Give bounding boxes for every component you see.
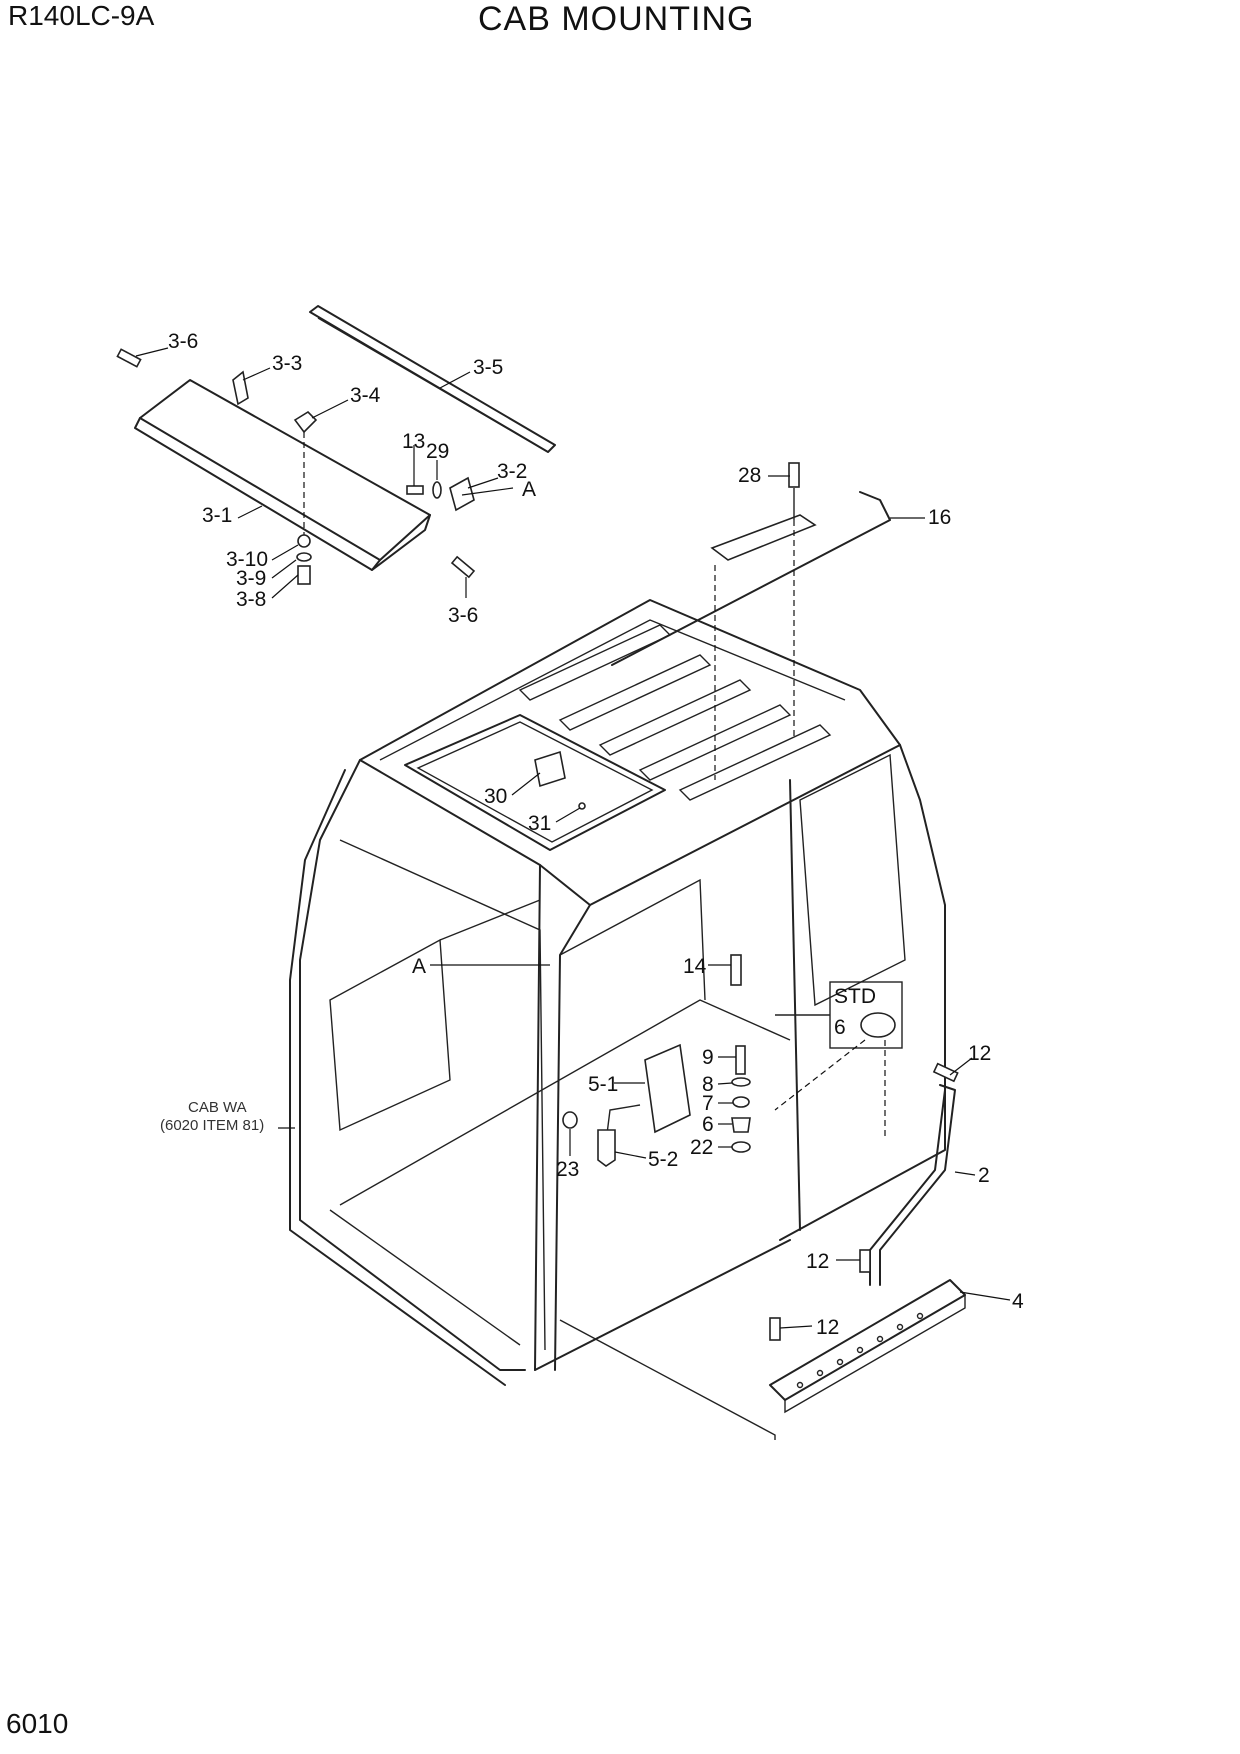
callout-3-6-top: 3-6 bbox=[168, 330, 198, 353]
callout-12-mid: 12 bbox=[806, 1250, 829, 1273]
bolt-12-low bbox=[769, 1317, 781, 1341]
hinge-3-2 bbox=[449, 476, 475, 512]
callout-a-cab: A bbox=[412, 955, 426, 978]
handrail-2 bbox=[879, 1084, 956, 1286]
bolt-28 bbox=[788, 462, 800, 488]
window-latch-30 bbox=[534, 750, 566, 788]
callout-8: 8 bbox=[702, 1073, 714, 1096]
bolt-9 bbox=[735, 1045, 746, 1075]
nut-6 bbox=[731, 1117, 751, 1133]
bolt-12-mid bbox=[859, 1249, 871, 1273]
page-title: CAB MOUNTING bbox=[478, 0, 755, 38]
callout-12-low: 12 bbox=[816, 1316, 839, 1339]
mirror-5-1 bbox=[644, 1043, 691, 1134]
bolt-3-6-top bbox=[116, 348, 142, 368]
bolt-12-right bbox=[932, 1062, 959, 1083]
sun-visor-assembly bbox=[116, 305, 556, 585]
callout-22: 22 bbox=[690, 1136, 713, 1159]
roof-window bbox=[404, 714, 666, 851]
callout-29: 29 bbox=[426, 440, 449, 463]
callout-30: 30 bbox=[484, 785, 507, 808]
washer-3-10 bbox=[297, 534, 311, 548]
callout-5-1: 5-1 bbox=[588, 1073, 618, 1096]
pin-31 bbox=[578, 802, 586, 810]
callout-a-top: A bbox=[522, 478, 536, 501]
callout-3-6-bottom: 3-6 bbox=[448, 604, 478, 627]
washer-8 bbox=[731, 1077, 751, 1087]
bracket-3-3 bbox=[232, 370, 249, 406]
callout-6: 6 bbox=[702, 1113, 714, 1136]
callout-7: 7 bbox=[702, 1092, 714, 1115]
callout-3-3: 3-3 bbox=[272, 352, 302, 375]
callout-3-2: 3-2 bbox=[497, 460, 527, 483]
plug-6-std bbox=[860, 1012, 896, 1038]
callout-3-5: 3-5 bbox=[473, 356, 503, 379]
washer-7 bbox=[732, 1096, 750, 1108]
mirror-stay-5-2 bbox=[597, 1129, 616, 1167]
leader-lines bbox=[135, 347, 1011, 1329]
callout-14: 14 bbox=[683, 955, 707, 978]
weather-strip bbox=[309, 305, 556, 453]
bolt-13 bbox=[406, 485, 424, 495]
bolt-14 bbox=[730, 954, 742, 986]
callout-5-2: 5-2 bbox=[648, 1148, 678, 1171]
model-code: R140LC-9A bbox=[8, 0, 155, 31]
callout-23: 23 bbox=[556, 1158, 579, 1181]
callout-6-std: 6 bbox=[834, 1016, 846, 1039]
washer-3-9 bbox=[296, 552, 312, 562]
callout-13: 13 bbox=[402, 430, 425, 453]
handrail-16 bbox=[611, 491, 891, 666]
reference-cab-wa: CAB WA bbox=[188, 1099, 247, 1116]
callout-12-right: 12 bbox=[968, 1042, 991, 1065]
cab-frame bbox=[289, 514, 946, 1386]
callout-9: 9 bbox=[702, 1046, 714, 1069]
washer-22 bbox=[731, 1141, 751, 1153]
page-number: 6010 bbox=[6, 1708, 69, 1739]
callout-16: 16 bbox=[928, 506, 951, 529]
callout-31: 31 bbox=[528, 812, 551, 835]
washer-23 bbox=[562, 1111, 578, 1129]
callout-3-4: 3-4 bbox=[350, 384, 381, 407]
handrail-and-step bbox=[559, 491, 966, 1440]
callout-28: 28 bbox=[738, 464, 761, 487]
callout-3-8: 3-8 bbox=[236, 588, 266, 611]
callout-std: STD bbox=[834, 985, 876, 1008]
roof-bracket bbox=[710, 514, 817, 561]
callout-3-10: 3-10 bbox=[226, 548, 268, 571]
visor-panel bbox=[139, 379, 431, 561]
clip-3-4 bbox=[293, 410, 318, 434]
bolt-3-6-bottom bbox=[450, 555, 476, 579]
washer-29 bbox=[432, 481, 442, 499]
reference-item: (6020 ITEM 81) bbox=[160, 1117, 264, 1134]
callout-4: 4 bbox=[1012, 1290, 1024, 1313]
mirror-and-fasteners bbox=[562, 462, 903, 1167]
bolt-3-8 bbox=[297, 565, 311, 585]
callout-3-1: 3-1 bbox=[202, 504, 232, 527]
callout-3-9: 3-9 bbox=[236, 567, 266, 590]
callout-2: 2 bbox=[978, 1164, 990, 1187]
callout-labels: 3-6 3-3 3-5 3-4 13 29 3-2 A 3-1 3-10 3-9… bbox=[160, 330, 1024, 1339]
